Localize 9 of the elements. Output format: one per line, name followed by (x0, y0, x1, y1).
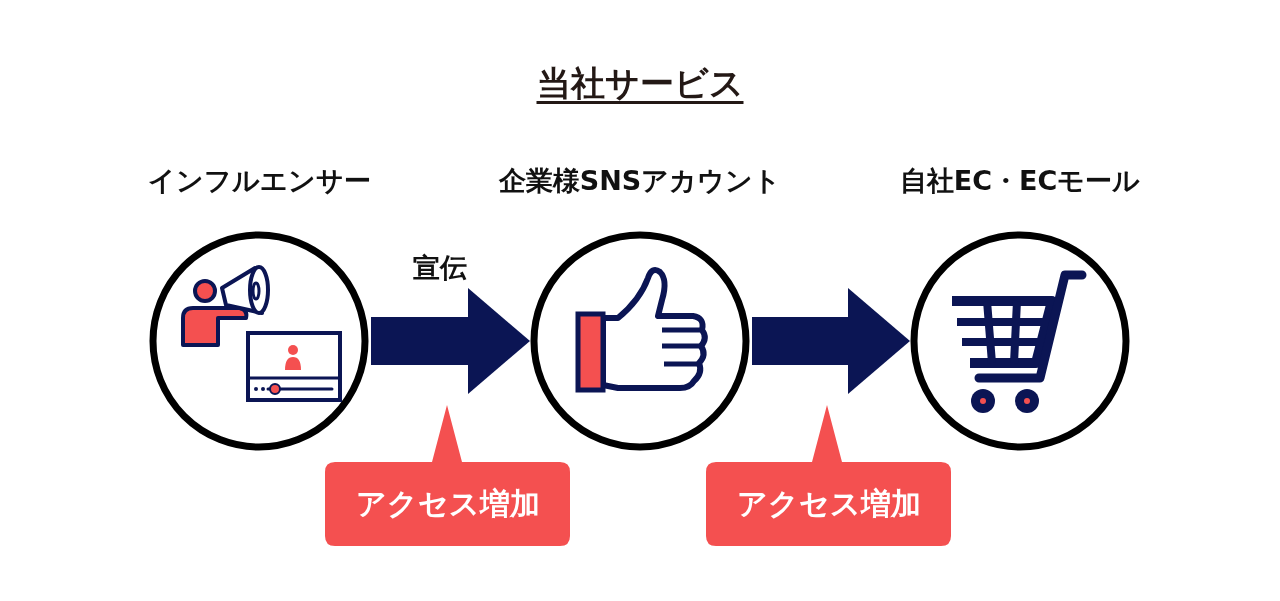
title: 当社サービス (536, 62, 744, 105)
edge-label: 宣伝 (412, 251, 467, 285)
node-heading: インフルエンサー (147, 164, 371, 198)
callout-text: アクセス増加 (736, 484, 921, 523)
node-heading: 企業様SNSアカウント (498, 164, 782, 198)
block-arrow (371, 288, 530, 394)
callout-text: アクセス増加 (355, 484, 540, 523)
block-arrow (752, 288, 910, 394)
node-heading: 自社EC・ECモール (899, 164, 1141, 198)
